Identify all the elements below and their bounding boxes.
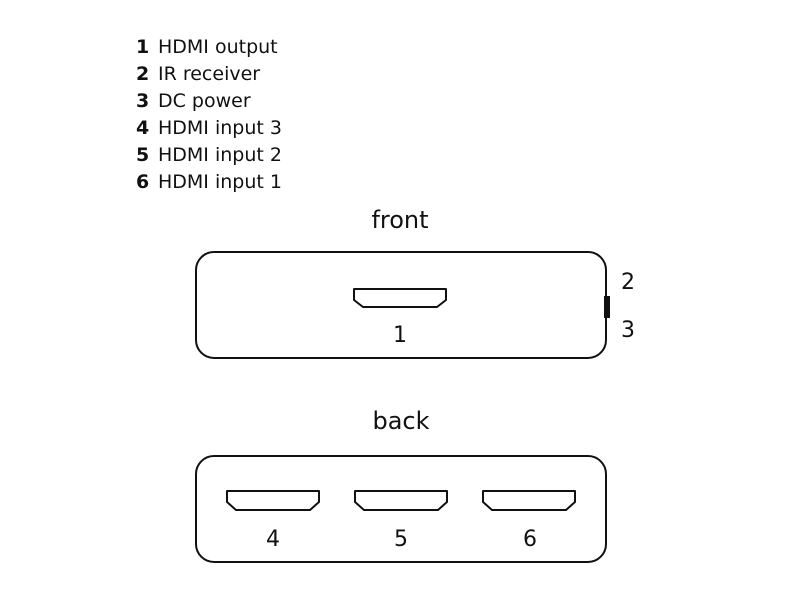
- hdmi-input-2-port-icon: [354, 490, 448, 511]
- back-port-label: 5: [394, 527, 408, 552]
- legend-label: HDMI input 1: [158, 171, 282, 193]
- hdmi-output-port-icon: [353, 288, 447, 308]
- back-panel: [195, 455, 607, 563]
- legend-item: 1 HDMI output: [136, 34, 282, 61]
- dc-power-jack-icon: [604, 296, 610, 318]
- legend-label: DC power: [158, 90, 251, 112]
- front-port-label: 1: [393, 323, 407, 348]
- legend-number: 6: [136, 171, 150, 193]
- front-title: front: [371, 206, 428, 234]
- back-port-label: 4: [266, 527, 280, 552]
- legend-label: HDMI input 2: [158, 144, 282, 166]
- dc-power-label: 3: [621, 318, 635, 343]
- legend-number: 2: [136, 63, 150, 85]
- back-port-label: 6: [523, 527, 537, 552]
- legend-number: 5: [136, 144, 150, 166]
- legend-number: 4: [136, 117, 150, 139]
- back-title: back: [372, 407, 429, 435]
- ir-receiver-label: 2: [621, 270, 635, 295]
- legend-number: 1: [136, 36, 150, 58]
- legend-label: HDMI output: [158, 36, 278, 58]
- hdmi-input-1-port-icon: [482, 490, 576, 511]
- legend-label: IR receiver: [158, 63, 261, 85]
- legend-item: 5 HDMI input 2: [136, 142, 282, 169]
- legend-number: 3: [136, 90, 150, 112]
- legend-label: HDMI input 3: [158, 117, 282, 139]
- legend-item: 6 HDMI input 1: [136, 169, 282, 196]
- legend-item: 4 HDMI input 3: [136, 115, 282, 142]
- legend-item: 3 DC power: [136, 88, 282, 115]
- hdmi-input-3-port-icon: [226, 490, 320, 511]
- legend-item: 2 IR receiver: [136, 61, 282, 88]
